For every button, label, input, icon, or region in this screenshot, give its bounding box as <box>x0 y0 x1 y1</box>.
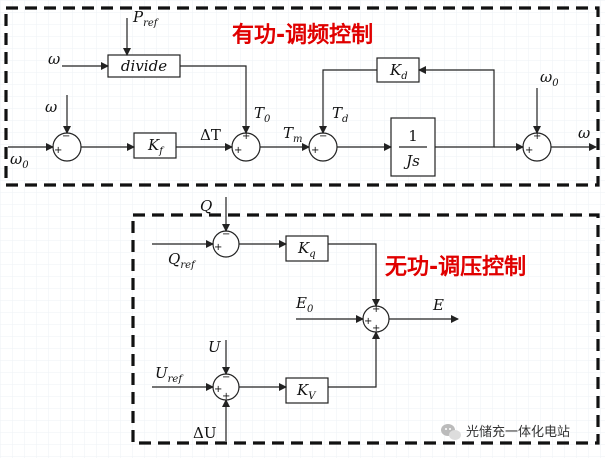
divide-label: divide <box>121 57 167 75</box>
label-deltaU: ΔU <box>193 424 216 442</box>
sign-minus-3: − <box>319 131 327 142</box>
label-uref: Uref <box>155 364 184 385</box>
kq-block <box>285 235 329 262</box>
integrator-denominator: Js <box>403 152 420 170</box>
active-power-title: 有功-调频控制 <box>232 22 373 48</box>
label-omega0-ref: ω0 <box>540 68 559 89</box>
wechat-icon <box>441 424 461 440</box>
line-kv-to-sum <box>328 331 380 388</box>
label-omega0-in: ω0 <box>10 150 29 171</box>
kf-label: Kf <box>147 136 165 157</box>
label-qref: Qref <box>168 250 197 271</box>
sign-minus-1: − <box>62 131 70 142</box>
sign-e-plus-top: + <box>372 304 380 315</box>
sign-q-minus: − <box>222 229 230 240</box>
sign-u-plus-b: + <box>222 391 230 402</box>
label-tm: Tm <box>283 124 303 145</box>
line-t0 <box>180 65 250 134</box>
reactive-power-title: 无功-调压控制 <box>385 254 526 280</box>
label-e0: E0 <box>295 294 314 315</box>
sign-plus-4b: + <box>525 145 533 156</box>
sign-plus-2b: + <box>234 145 242 156</box>
kv-label: KV <box>296 381 317 402</box>
label-u: U <box>208 338 222 356</box>
label-e: E <box>432 296 444 314</box>
label-omega-fb: ω <box>45 98 57 116</box>
active-power-group-border <box>4 6 600 187</box>
sign-u-plus: + <box>214 384 222 395</box>
watermark-text: 光储充一体化电站 <box>466 424 570 440</box>
sign-plus-3: + <box>311 145 319 156</box>
sign-e-plus-bottom: + <box>372 323 380 334</box>
sign-plus-1: + <box>54 145 62 156</box>
watermark: 光储充一体化电站 <box>441 424 570 440</box>
label-deltaT: ΔT <box>200 126 221 144</box>
sign-e-plus-left: + <box>364 316 372 327</box>
sign-u-minus: − <box>222 372 230 383</box>
label-td: Td <box>332 104 348 125</box>
line-td <box>319 69 377 134</box>
line-kq-to-sum <box>328 243 380 307</box>
integrator-numerator: 1 <box>408 127 418 145</box>
label-t0: T0 <box>254 104 271 125</box>
label-pref: Pref <box>132 8 160 29</box>
label-omega-out: ω <box>578 124 590 142</box>
line-feedback-to-kd <box>418 66 495 148</box>
kf-block <box>133 132 177 159</box>
sign-plus-4a: + <box>533 131 541 142</box>
reactive-power-group-border <box>131 213 600 445</box>
sign-plus-2a: + <box>242 131 250 142</box>
kd-label: Kd <box>389 61 408 82</box>
kq-label: Kq <box>297 239 316 260</box>
sign-q-plus: + <box>214 242 222 253</box>
label-omega-divide: ω <box>48 50 60 68</box>
label-q: Q <box>200 197 212 215</box>
